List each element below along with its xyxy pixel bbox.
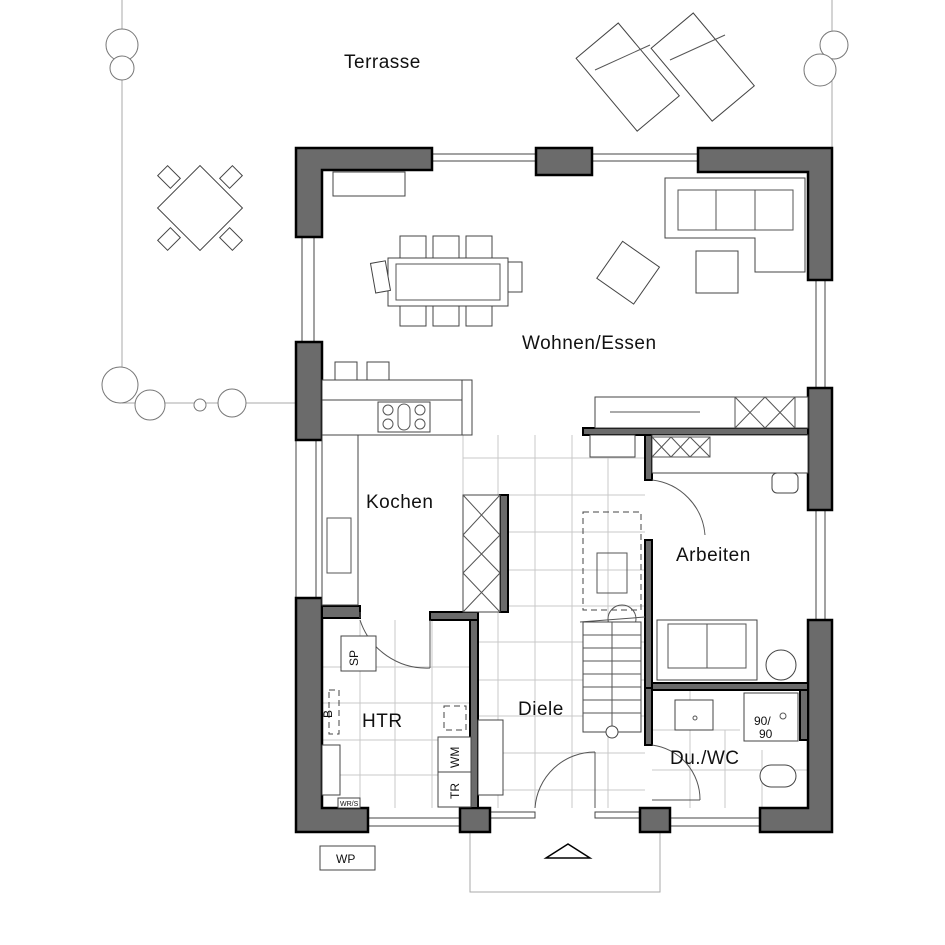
doors bbox=[359, 612, 701, 809]
room-label-hall: Diele bbox=[518, 699, 564, 720]
office-furniture bbox=[651, 434, 809, 681]
staircase bbox=[477, 511, 646, 796]
label-dryer: TR bbox=[448, 783, 462, 799]
room-label-terrace: Terrasse bbox=[344, 52, 421, 73]
sideboard bbox=[589, 396, 809, 458]
room-label-utility: HTR bbox=[362, 711, 403, 732]
room-label-living: Wohnen/Essen bbox=[522, 333, 657, 354]
room-label-kitchen: Kochen bbox=[366, 492, 433, 513]
room-label-office: Arbeiten bbox=[676, 545, 751, 566]
label-shower-size-2: 90 bbox=[759, 727, 773, 741]
room-label-bath: Du./WC bbox=[670, 748, 740, 769]
label-washer: WM bbox=[448, 747, 462, 768]
windows bbox=[295, 153, 826, 827]
label-heat-pump: WP bbox=[336, 852, 355, 866]
terrace-table bbox=[156, 164, 244, 252]
sun-loungers bbox=[575, 12, 756, 132]
exterior-walls bbox=[294, 146, 834, 834]
sofa bbox=[332, 171, 806, 305]
label-wrs: WR/S bbox=[340, 801, 359, 808]
entrance-arrow-icon bbox=[543, 843, 593, 859]
kitchen-counter bbox=[321, 361, 501, 613]
label-boiler: B bbox=[321, 710, 335, 718]
interior-walls bbox=[321, 427, 809, 809]
label-shower-size-1: 90/ bbox=[754, 714, 771, 728]
tree-icon bbox=[101, 28, 849, 421]
utility-fixtures bbox=[319, 635, 472, 871]
label-storage: SP bbox=[347, 650, 361, 666]
bath-fixtures bbox=[674, 692, 799, 788]
dining-table bbox=[369, 235, 523, 327]
